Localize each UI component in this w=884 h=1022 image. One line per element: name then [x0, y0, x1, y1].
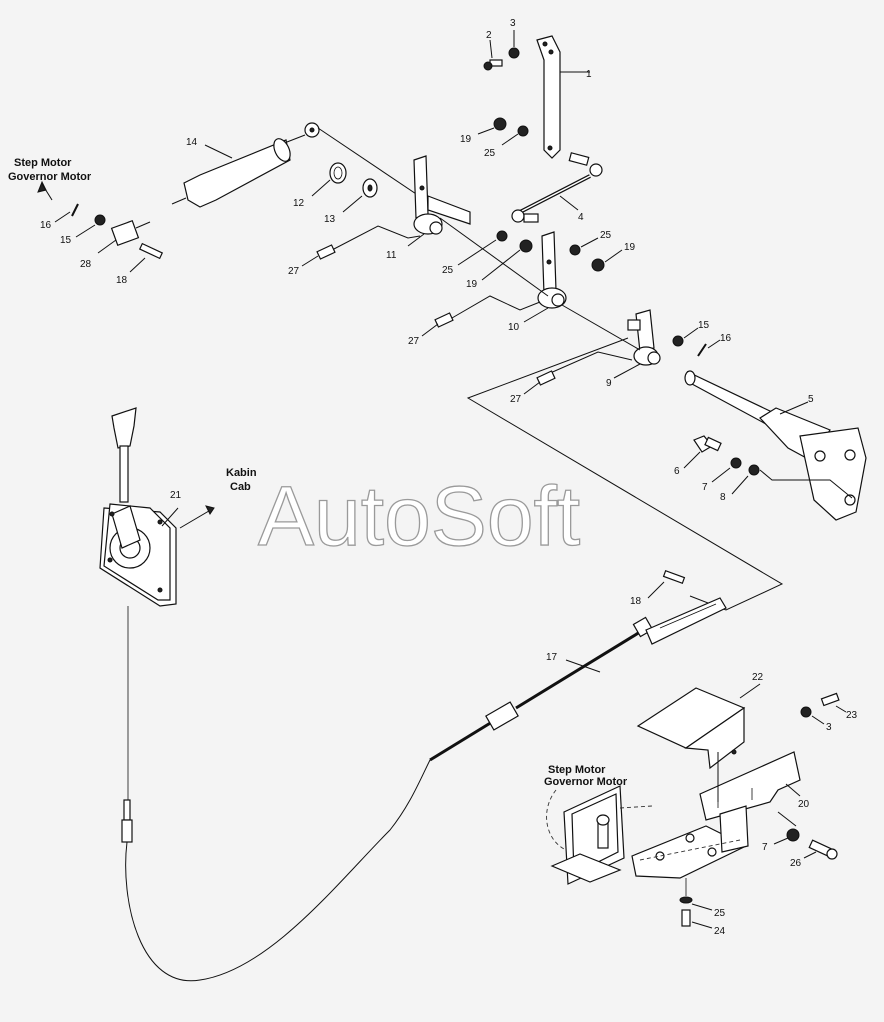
part-7-washer-upper: [711, 457, 742, 483]
part-19-nut-top: [477, 117, 507, 135]
note-governor-motor-top: Governor Motor: [8, 171, 92, 183]
part-27-setscrew-mid: [421, 312, 454, 337]
arrow-step-motor: [37, 180, 47, 193]
callout-15-right: 15: [698, 320, 710, 331]
callout-22: 22: [752, 672, 764, 683]
callout-8: 8: [720, 492, 726, 503]
callout-25-mid: 25: [442, 265, 454, 276]
callout-11: 11: [386, 250, 397, 261]
part-13-ring: [342, 178, 378, 213]
part-25-washer-mid: [457, 230, 508, 266]
note-kabin: Kabin: [226, 467, 257, 479]
callout-25-bottom: 25: [714, 908, 726, 919]
callout-14: 14: [186, 137, 198, 148]
part-16-pin-left: [54, 203, 79, 223]
note-step-motor-bottom: Step Motor: [548, 764, 606, 776]
callout-7-upper: 7: [702, 482, 708, 493]
callout-15-left: 15: [60, 235, 72, 246]
part-12-ring: [311, 162, 347, 197]
callout-18-left: 18: [116, 275, 128, 286]
callout-19-right: 19: [624, 242, 636, 253]
part-2-screw: [483, 39, 503, 71]
part-27-setscrew-low: [523, 370, 556, 395]
note-governor-motor-bottom: Governor Motor: [544, 776, 628, 788]
part-7-washer-lower: [773, 828, 800, 845]
callout-1: 1: [586, 69, 592, 80]
part-6-bolt: [683, 435, 722, 469]
callout-10: 10: [508, 322, 520, 333]
part-3-washer: [508, 30, 520, 59]
callout-18-right: 18: [630, 596, 642, 607]
note-step-motor-top: Step Motor: [14, 157, 72, 169]
part-24-bolt: [681, 909, 713, 929]
part-21-control-lever: [99, 407, 215, 607]
callout-25-right: 25: [600, 230, 612, 241]
callout-25-top: 25: [484, 148, 496, 159]
part-19-nut-mid: [481, 239, 533, 281]
callout-9: 9: [606, 378, 612, 389]
note-cab: Cab: [230, 481, 251, 493]
part-25-washer-bottom: [679, 878, 713, 911]
callout-19-top: 19: [460, 134, 472, 145]
callout-24: 24: [714, 926, 726, 937]
callout-27-mid: 27: [408, 336, 420, 347]
callout-27-low: 27: [510, 394, 522, 405]
part-17-throttle-cable: [121, 597, 727, 982]
callout-16-right: 16: [720, 333, 732, 344]
callout-13: 13: [324, 214, 336, 225]
part-23-bolt: [820, 692, 847, 713]
callout-2: 2: [486, 30, 492, 41]
callout-5: 5: [808, 394, 814, 405]
step-motor-lower: [546, 785, 653, 885]
callout-4: 4: [578, 212, 584, 223]
callout-21: 21: [170, 490, 182, 501]
part-15-washer-right: [672, 327, 699, 347]
part-28-clevis: [97, 220, 151, 254]
callout-3-top: 3: [510, 18, 516, 29]
callout-6: 6: [674, 466, 680, 477]
callout-28: 28: [80, 259, 92, 270]
part-9-bracket: [547, 304, 661, 379]
part-26-bolt: [803, 839, 838, 860]
callout-26: 26: [790, 858, 802, 869]
callout-16-left: 16: [40, 220, 52, 231]
watermark: AutoSoft: [258, 469, 580, 563]
part-15-washer-left: [75, 214, 106, 238]
part-10-bracket: [439, 217, 567, 323]
part-19-nut-right: [591, 249, 623, 272]
callout-23: 23: [846, 710, 858, 721]
callout-12: 12: [293, 198, 305, 209]
part-25-washer-right: [569, 237, 599, 256]
part-20-mount-bracket: [631, 751, 801, 879]
part-8-nut: [731, 464, 853, 499]
callout-7-lower: 7: [762, 842, 768, 853]
part-22-cover: [636, 683, 761, 770]
callout-27-top: 27: [288, 266, 300, 277]
part-5-shaft: [684, 370, 867, 521]
part-11-bracket: [331, 155, 471, 251]
part-18-pin-right: [647, 569, 686, 599]
part-27-setscrew-top: [301, 244, 336, 267]
callout-19-mid: 19: [466, 279, 478, 290]
part-18-pin-left: [129, 242, 164, 273]
part-16-pin-right: [697, 339, 721, 357]
part-25-washer-top: [501, 125, 529, 146]
part-4-link-rod: [511, 152, 603, 223]
callout-17: 17: [546, 652, 558, 663]
callout-3-lower: 3: [826, 722, 832, 733]
part-3-washer-lower: [800, 706, 825, 725]
part-1-lever-arm: [536, 35, 590, 159]
callout-20: 20: [798, 799, 810, 810]
